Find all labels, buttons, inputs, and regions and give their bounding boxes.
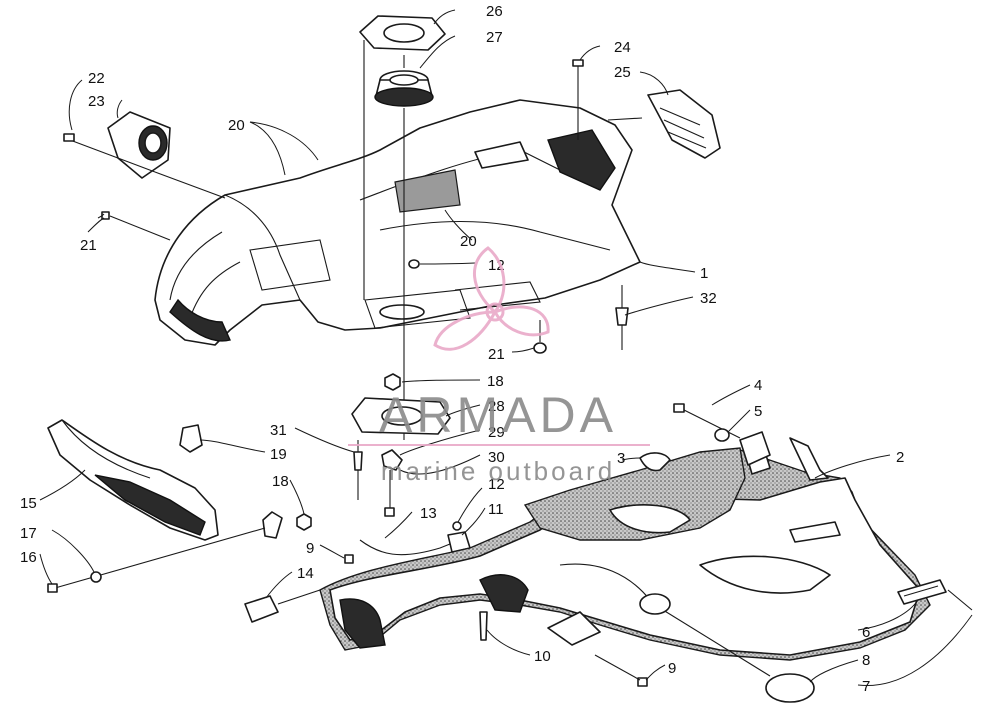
callout-label: 23 [88,93,105,110]
callout-label: 18 [487,373,504,390]
callout-label: 20 [460,233,477,250]
callout-label: 13 [420,505,437,522]
callout-label: 21 [488,346,505,363]
retainer-clip [179,424,203,453]
watermark-brand: ARMADA [379,387,617,443]
callout-label: 27 [486,29,503,46]
callout-label: 28 [488,398,505,415]
callout-label: 10 [534,648,551,665]
propeller-logo-icon [433,246,550,351]
callout-label: 15 [20,495,37,512]
vent-grille [647,89,721,159]
front-bumper [47,419,219,541]
callout-label: 16 [20,549,37,566]
steering-column-cover [107,111,171,179]
rubber-boot [374,70,434,107]
clamp [381,449,403,517]
callout-label: 2 [896,449,904,466]
callout-label: 4 [754,377,762,394]
callout-label: 31 [270,422,287,439]
callout-label: 7 [862,678,870,695]
callout-label: 9 [668,660,676,677]
armada-watermark: ARMADA marine outboard [348,246,650,486]
callout-label: 19 [270,446,287,463]
callout-label: 29 [488,424,505,441]
callout-label: 25 [614,64,631,81]
callout-label: 14 [297,565,314,582]
callout-label: 3 [617,450,625,467]
callout-label: 20 [228,117,245,134]
callout-label: 6 [862,624,870,641]
callout-label: 11 [488,501,504,518]
callout-label: 30 [488,449,505,466]
callout-label: 1 [700,265,708,282]
lower-hull [319,437,931,661]
watermark-tagline: marine outboard [381,456,615,486]
callout-label: 32 [700,290,717,307]
callout-label: 9 [306,540,314,557]
callout-label: 12 [488,476,505,493]
callout-label: 5 [754,403,762,420]
callout-label: 18 [272,473,289,490]
callout-label: 17 [20,525,37,542]
callout-label: 22 [88,70,105,87]
callout-labels: 1 2 3 4 5 6 7 8 9 9 10 11 12 12 13 14 15… [20,3,904,695]
push-rivet [615,285,629,350]
callout-label: 8 [862,652,870,669]
mounting-plate [351,397,451,435]
callout-label: 26 [486,3,503,20]
callout-label: 24 [614,39,631,56]
leader-lines [39,9,973,687]
upper-hull-pan [154,99,641,346]
gasket-plate [359,15,446,51]
callout-label: 21 [80,237,97,254]
